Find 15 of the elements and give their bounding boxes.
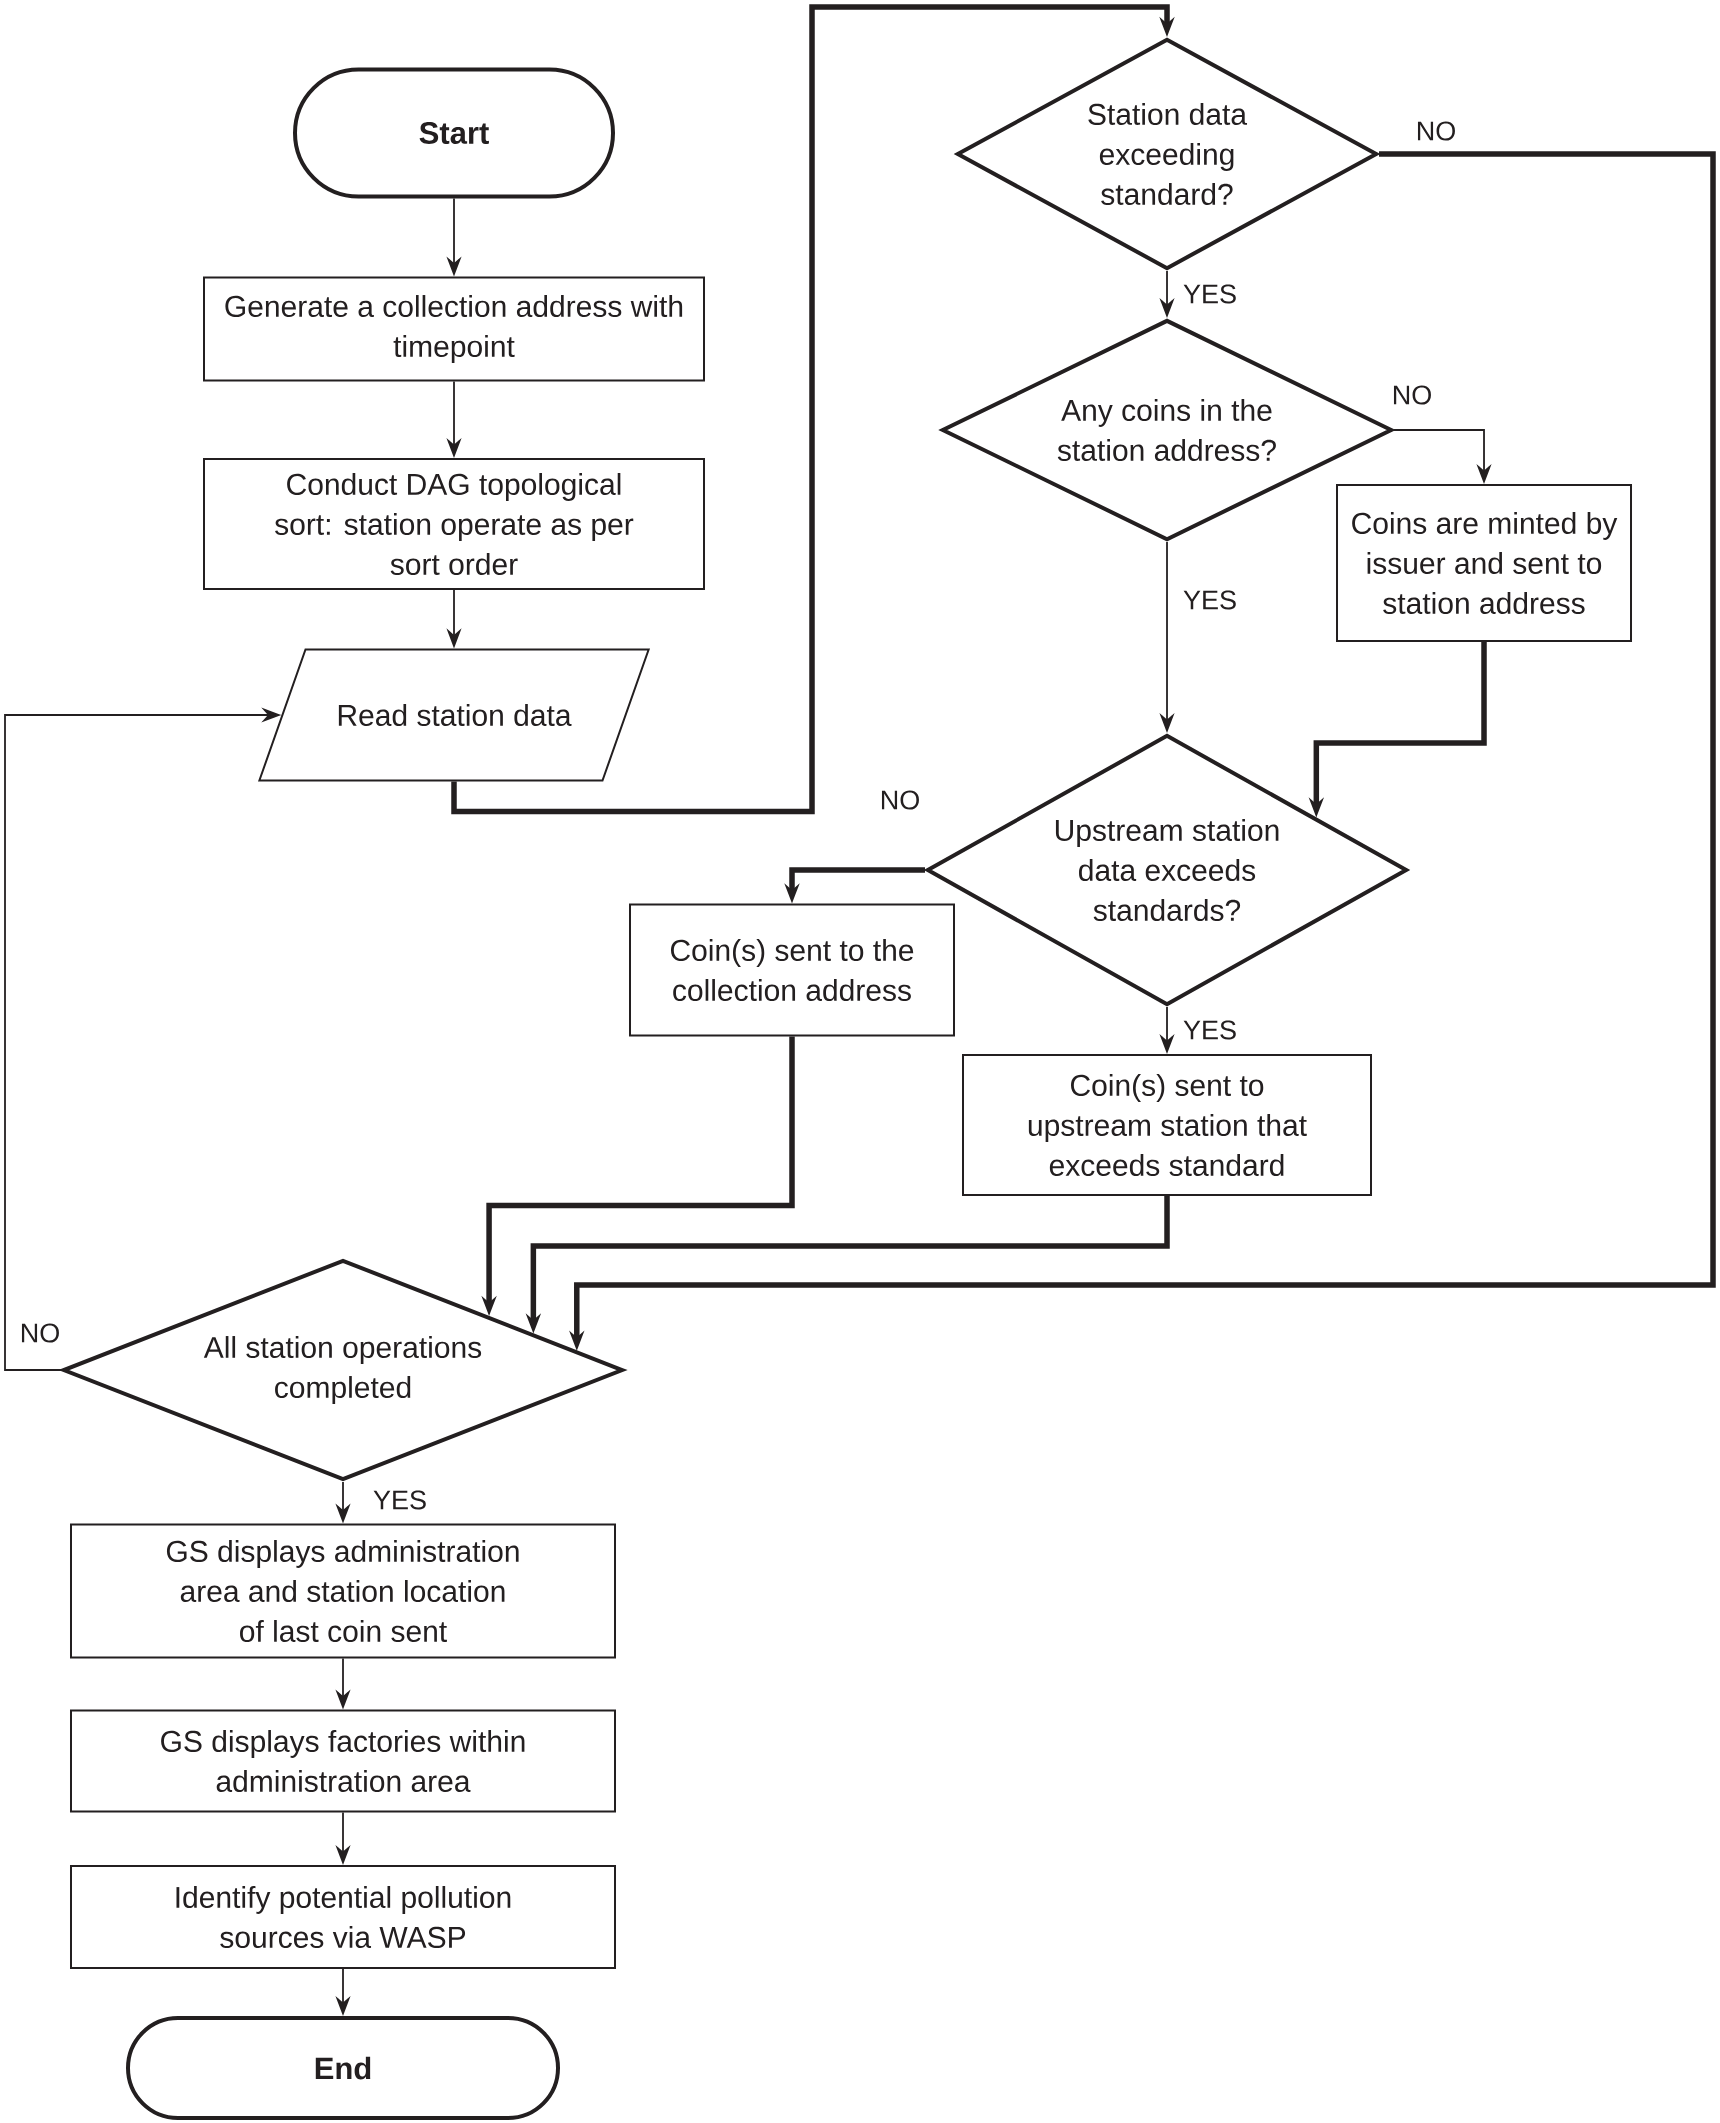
process-box: Coin(s) sent to the collection address	[629, 903, 955, 1037]
edge-label: YES	[371, 1488, 429, 1512]
process-box: Identify potential pollution sources via WASP	[70, 1865, 616, 1969]
edge-label: NO	[877, 788, 923, 812]
process-box: GS displays administration area and station location of last coin sent	[70, 1523, 616, 1659]
process-box: Coins are minted by issuer and sent to station address	[1336, 484, 1632, 642]
process-box: Coin(s) sent to upstream station that exceeds standard	[962, 1054, 1372, 1196]
edge-label: YES	[1181, 588, 1239, 612]
arrow	[451, 4, 1175, 815]
edge-label: YES	[1181, 1018, 1239, 1042]
process-box: GS displays factories within administration area	[70, 1709, 616, 1813]
edge-label: NO	[1413, 119, 1459, 143]
process-box: Conduct DAG topological sort: station operate as per sort order	[203, 458, 705, 590]
edge-label: YES	[1181, 282, 1239, 306]
process-box: Generate a collection address with timepoint	[203, 276, 705, 382]
